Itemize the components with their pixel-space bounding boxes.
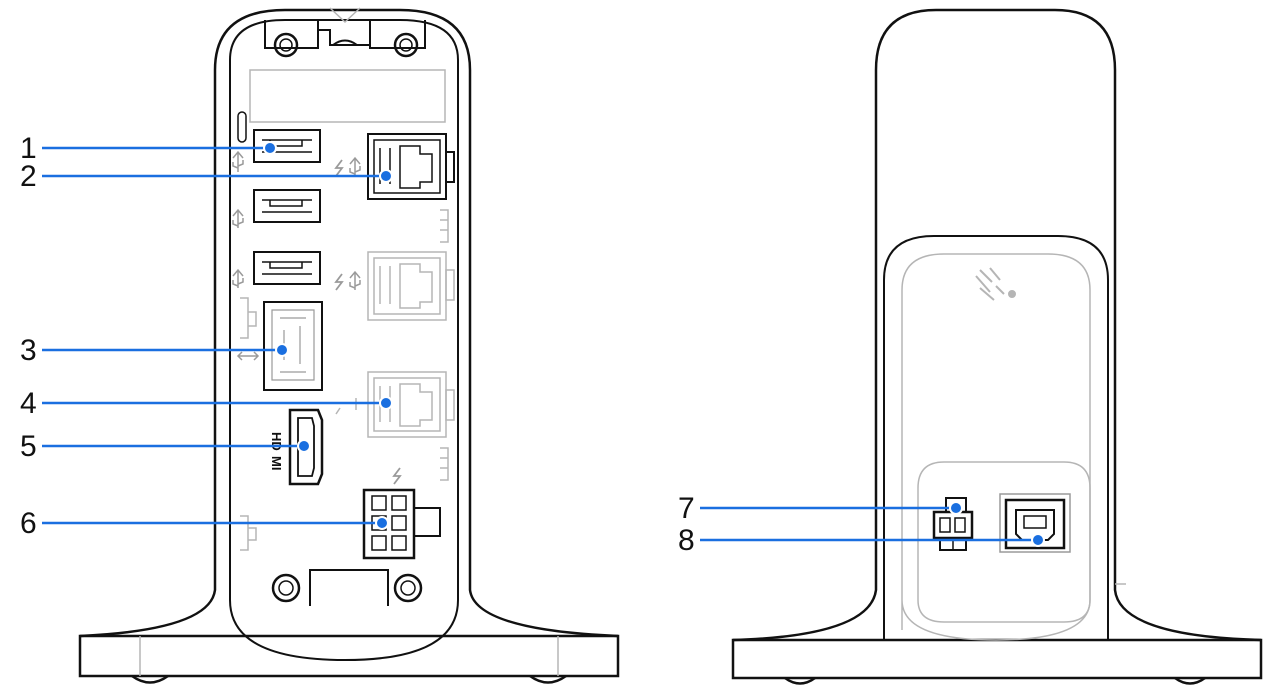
callout-dot xyxy=(949,501,963,515)
screw-top-left xyxy=(273,32,299,58)
left-base-plate xyxy=(78,634,620,678)
powered-usb-port-2 xyxy=(367,133,455,200)
screw-bottom-right xyxy=(393,573,423,603)
usb-port-3 xyxy=(253,251,321,285)
callout-number: 7 xyxy=(678,492,695,525)
powered-usb-port-faint xyxy=(367,251,455,321)
screw-top-right xyxy=(393,32,419,58)
zebra-head-logo-icon xyxy=(975,267,1016,301)
right-outer-body xyxy=(732,8,1262,642)
callout-number: 4 xyxy=(20,387,37,420)
callout-number: 5 xyxy=(20,430,37,463)
bidirectional-arrow-icon xyxy=(236,351,260,361)
callout-number: 6 xyxy=(20,507,37,540)
left-cradle-view xyxy=(78,7,620,684)
right-base-plate xyxy=(731,638,1263,680)
serial-port-3 xyxy=(236,301,323,391)
hdmi-label-line2: MI xyxy=(269,456,284,470)
ethernet-port-4 xyxy=(335,371,455,438)
callout-dot xyxy=(379,169,393,183)
back-cover xyxy=(883,235,1109,640)
left-outer-body xyxy=(79,8,619,638)
callout-dot xyxy=(275,343,289,357)
hdmi-port-5 xyxy=(288,408,324,486)
usb-trident-icon xyxy=(232,150,361,290)
callout-dot xyxy=(1031,533,1045,547)
callout-number: 1 xyxy=(20,132,37,165)
callout-number: 2 xyxy=(20,160,37,193)
usb-b-port-8 xyxy=(999,493,1071,553)
callout-dot xyxy=(379,396,393,410)
usb-port-2 xyxy=(253,189,321,223)
callout-number: 8 xyxy=(678,524,695,557)
right-cradle-view xyxy=(731,8,1263,685)
callout-dot xyxy=(297,439,311,453)
screw-bottom-left xyxy=(271,573,301,603)
lightning-bolt-icon xyxy=(334,159,402,485)
left-inner-panel xyxy=(229,19,459,662)
callout-dot xyxy=(263,141,277,155)
hdmi-label-line1: HD xyxy=(269,432,284,451)
callouts: 1 2 3 4 5 6 7 8 xyxy=(20,132,1045,557)
callout-dot xyxy=(375,516,389,530)
callout-number: 3 xyxy=(20,334,37,367)
